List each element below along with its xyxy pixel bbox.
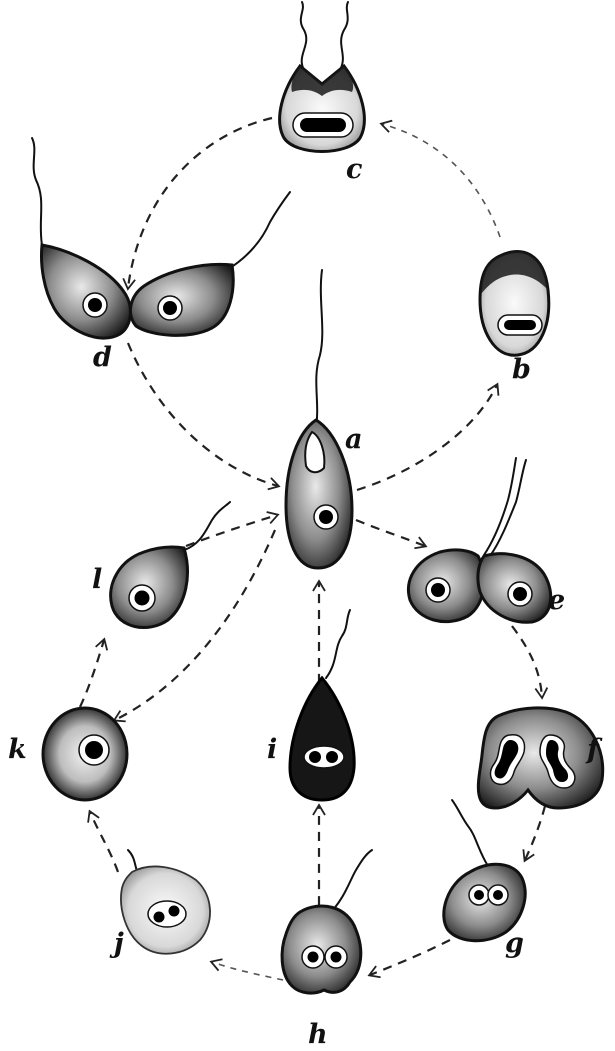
cell-k [43, 708, 127, 800]
cell-d-left-nucleus [88, 298, 102, 312]
label-i: i [267, 734, 277, 765]
label-k: k [8, 734, 27, 765]
arrow-f-to-g [525, 806, 545, 860]
cell-d-body-left [42, 245, 131, 338]
label-j: j [109, 928, 124, 959]
cell-b [480, 252, 549, 356]
label-b: b [512, 354, 531, 385]
arrow-c-to-d [128, 118, 272, 288]
cell-d [32, 138, 290, 338]
cell-d-right-nucleus [163, 301, 177, 315]
cell-a-nucleus [319, 510, 333, 524]
cell-i-nucleus-1 [309, 751, 321, 763]
cell-b-nucleus [504, 320, 536, 330]
cell-i-flagellum [326, 610, 350, 678]
cell-a-flagellum [316, 270, 322, 430]
cell-d-body-right [130, 264, 233, 335]
label-h: h [308, 1019, 328, 1050]
cell-c-flagellum-left [301, 2, 307, 70]
arrow-b-to-c [382, 124, 500, 237]
label-l: l [92, 564, 102, 595]
cell-g-nucleus-2 [493, 890, 503, 900]
cell-l-nucleus [135, 591, 150, 606]
cell-i-body [290, 678, 354, 800]
cell-c [280, 2, 365, 152]
arrow-j-to-k [90, 812, 118, 872]
cell-g-flagellum [452, 800, 488, 866]
cell-i-nucleus-2 [326, 751, 338, 763]
cell-j-nucleus-ring [148, 901, 186, 927]
cell-h [282, 850, 372, 993]
cell-e-flagellum-2 [490, 460, 526, 556]
cell-k-nucleus [85, 741, 103, 759]
cell-c-flagellum-right [340, 2, 348, 70]
cell-h-flagellum [328, 850, 372, 915]
arrow-d-to-a [128, 343, 278, 486]
label-g: g [505, 928, 524, 959]
cell-c-nucleus [300, 118, 346, 132]
arrow-k-to-l [80, 640, 104, 707]
cell-d-flagellum-left [32, 138, 42, 245]
arrow-a-to-b [357, 385, 497, 490]
arrow-a-to-e [356, 520, 425, 546]
cell-g [444, 800, 525, 941]
arrow-l-to-a [186, 515, 277, 546]
cell-d-flagellum-right [230, 192, 290, 268]
cell-c-body [280, 66, 365, 152]
label-d: d [93, 342, 112, 373]
cell-j-nucleus-2 [169, 906, 180, 917]
cell-f [478, 708, 602, 808]
cell-i [290, 610, 354, 800]
cell-l-flagellum [184, 502, 230, 550]
label-e: e [548, 585, 565, 616]
cell-e [408, 458, 550, 622]
cell-j-nucleus-1 [154, 912, 165, 923]
cell-e-left-nucleus [431, 583, 445, 597]
cell-e-right-nucleus [513, 587, 527, 601]
arrow-e-to-f [512, 626, 542, 697]
cell-h-nucleus-1 [308, 952, 319, 963]
cell-h-nucleus-2 [331, 952, 342, 963]
arrow-g-to-h [370, 940, 450, 975]
arrow-h-to-j [212, 962, 283, 980]
label-c: c [346, 154, 362, 185]
cell-j [121, 850, 210, 954]
cell-g-nucleus-1 [474, 890, 484, 900]
cell-l [111, 502, 230, 628]
cell-a [286, 270, 352, 568]
label-a: a [345, 424, 363, 455]
